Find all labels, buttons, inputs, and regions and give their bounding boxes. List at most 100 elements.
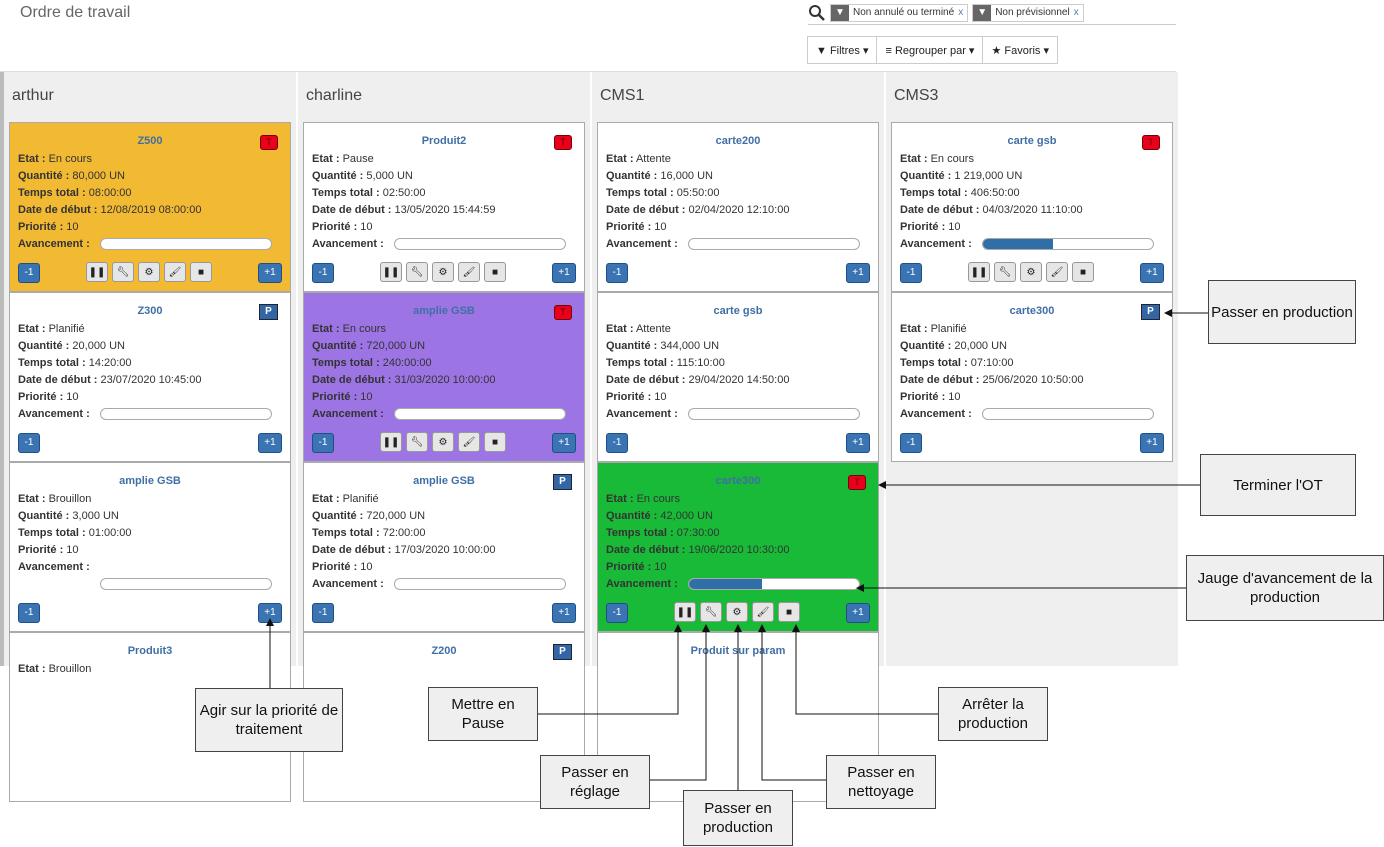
priority-plus-button[interactable]: +1 <box>552 263 576 283</box>
wrench-icon[interactable]: 🔧︎ <box>112 262 134 282</box>
brush-icon[interactable]: 🖌︎ <box>458 432 480 452</box>
card-title[interactable]: Produit2 <box>421 135 467 147</box>
gear-icon[interactable]: ⚙ <box>1020 262 1042 282</box>
brush-icon[interactable]: 🖌︎ <box>458 262 480 282</box>
pause-icon[interactable]: ❚❚ <box>380 262 402 282</box>
card-field-date: Date de début : 12/08/2019 08:00:00 <box>18 204 202 216</box>
finish-order-button[interactable]: T <box>260 135 278 150</box>
priority-plus-button[interactable]: +1 <box>552 433 576 453</box>
brush-icon[interactable]: 🖌︎ <box>752 602 774 622</box>
card-title[interactable]: Produit3 <box>127 645 173 657</box>
priority-minus-button[interactable]: -1 <box>606 433 628 453</box>
search-icon[interactable] <box>808 4 826 22</box>
pause-icon[interactable]: ❚❚ <box>968 262 990 282</box>
priority-minus-button[interactable]: -1 <box>606 603 628 623</box>
priority-minus-button[interactable]: -1 <box>18 433 40 453</box>
filter-icon: ▼ <box>973 4 992 21</box>
start-production-button[interactable]: P <box>259 304 278 320</box>
priority-plus-button[interactable]: +1 <box>846 433 870 453</box>
wrench-icon[interactable]: 🔧︎ <box>406 262 428 282</box>
stop-icon[interactable]: ■ <box>1072 262 1094 282</box>
priority-plus-button[interactable]: +1 <box>552 603 576 623</box>
stop-icon[interactable]: ■ <box>484 432 506 452</box>
card-title[interactable]: carte300 <box>1009 305 1055 317</box>
card-title[interactable]: carte200 <box>715 135 761 147</box>
priority-plus-button[interactable]: +1 <box>1140 433 1164 453</box>
start-production-button[interactable]: P <box>553 474 572 490</box>
card-title[interactable]: Z200 <box>431 645 457 657</box>
gear-icon[interactable]: ⚙ <box>138 262 160 282</box>
card-field-date: Date de début : 25/06/2020 10:50:00 <box>900 374 1084 386</box>
priority-plus-button[interactable]: +1 <box>846 263 870 283</box>
priority-minus-button[interactable]: -1 <box>18 263 40 283</box>
card-field-prio: Priorité : 10 <box>606 221 667 233</box>
priority-plus-button[interactable]: +1 <box>258 603 282 623</box>
brush-icon[interactable]: 🖌︎ <box>1046 262 1068 282</box>
wrench-icon[interactable]: 🔧︎ <box>994 262 1016 282</box>
wrench-icon[interactable]: 🔧︎ <box>406 432 428 452</box>
card-field-temps: Temps total : 406:50:00 <box>900 187 1020 199</box>
gear-icon[interactable]: ⚙ <box>432 432 454 452</box>
pause-icon[interactable]: ❚❚ <box>380 432 402 452</box>
priority-minus-button[interactable]: -1 <box>312 263 334 283</box>
remove-facet-icon[interactable]: x <box>958 7 964 18</box>
start-production-button[interactable]: P <box>1141 304 1160 320</box>
stop-icon[interactable]: ■ <box>190 262 212 282</box>
card-title[interactable]: amplie GSB <box>413 305 475 317</box>
priority-minus-button[interactable]: -1 <box>900 433 922 453</box>
card-field-date: Date de début : 29/04/2020 14:50:00 <box>606 374 790 386</box>
priority-plus-button[interactable]: +1 <box>1140 263 1164 283</box>
priority-minus-button[interactable]: -1 <box>312 603 334 623</box>
stop-icon[interactable]: ■ <box>484 262 506 282</box>
card-field-avancement: Avancement : <box>18 238 90 250</box>
wrench-icon[interactable]: 🔧︎ <box>700 602 722 622</box>
priority-minus-button[interactable]: -1 <box>606 263 628 283</box>
card-title[interactable]: carte300 <box>715 475 761 487</box>
finish-order-button[interactable]: T <box>554 135 572 150</box>
finish-order-button[interactable]: T <box>848 475 866 490</box>
priority-minus-button[interactable]: -1 <box>900 263 922 283</box>
gear-icon[interactable]: ⚙ <box>726 602 748 622</box>
gear-icon[interactable]: ⚙ <box>432 262 454 282</box>
card-title[interactable]: Z300 <box>137 305 163 317</box>
card-field-prio: Priorité : 10 <box>900 391 961 403</box>
remove-facet-icon[interactable]: x <box>1073 7 1079 18</box>
card-title[interactable]: carte gsb <box>713 305 763 317</box>
priority-minus-button[interactable]: -1 <box>312 433 334 453</box>
card-title[interactable]: Z500 <box>137 135 163 147</box>
card-field-etat: Etat : En cours <box>606 493 680 505</box>
stop-icon[interactable]: ■ <box>778 602 800 622</box>
priority-plus-button[interactable]: +1 <box>258 263 282 283</box>
finish-order-button[interactable]: T <box>1142 135 1160 150</box>
start-production-button[interactable]: P <box>553 644 572 660</box>
priority-minus-button[interactable]: -1 <box>18 603 40 623</box>
card-title[interactable]: amplie GSB <box>413 475 475 487</box>
pause-icon[interactable]: ❚❚ <box>674 602 696 622</box>
favorites-button[interactable]: ★ Favoris ▾ <box>982 36 1059 64</box>
finish-order-button[interactable]: T <box>554 305 572 320</box>
card-title[interactable]: carte gsb <box>1007 135 1057 147</box>
pause-icon[interactable]: ❚❚ <box>86 262 108 282</box>
progress-gauge <box>100 408 272 420</box>
card-field-temps: Temps total : 08:00:00 <box>18 187 132 199</box>
card-title[interactable]: amplie GSB <box>119 475 181 487</box>
brush-icon[interactable]: 🖌︎ <box>164 262 186 282</box>
priority-plus-button[interactable]: +1 <box>846 603 870 623</box>
priority-plus-button[interactable]: +1 <box>258 433 282 453</box>
